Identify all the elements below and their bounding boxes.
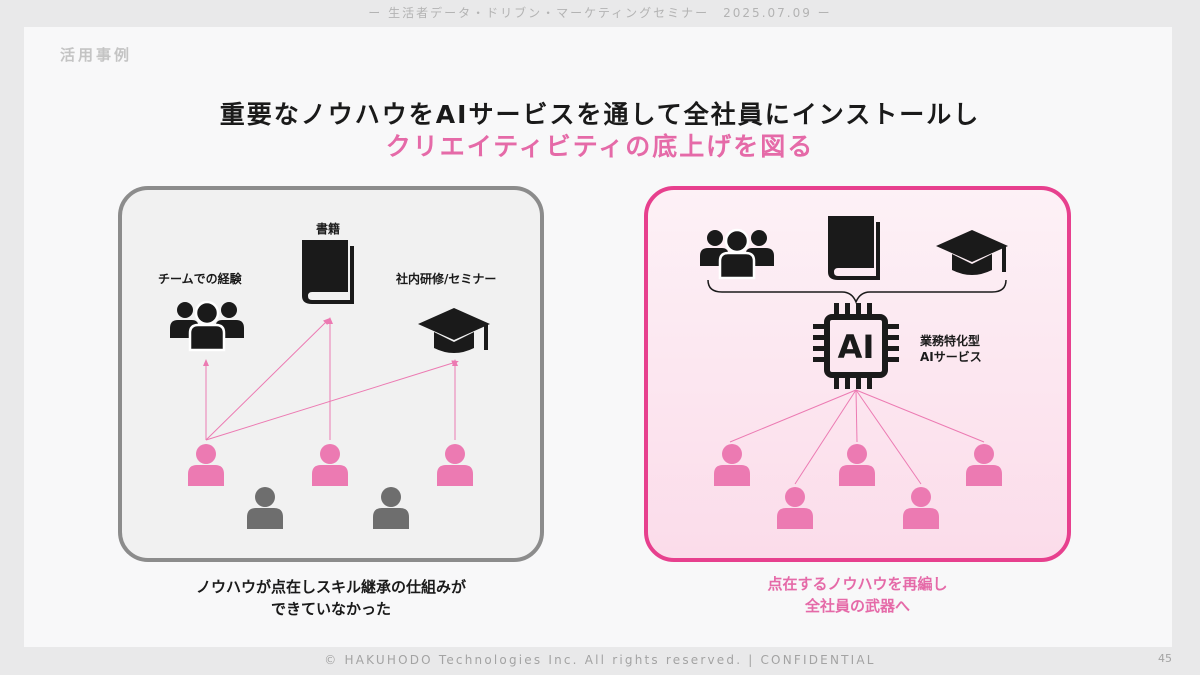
ai-service-line1: 業務特化型 — [920, 334, 981, 348]
right-caption-line1: 点在するノウハウを再編し — [767, 575, 948, 593]
team-experience-label: チームでの経験 — [158, 272, 242, 286]
left-caption-line2: できていなかった — [270, 600, 391, 618]
person-icon — [777, 487, 813, 529]
person-icon — [373, 487, 409, 529]
book-label: 書籍 — [316, 222, 341, 236]
team-icon — [698, 228, 776, 280]
person-icon — [437, 444, 473, 486]
person-icon — [247, 487, 283, 529]
person-icon — [188, 444, 224, 486]
person-icon — [714, 444, 750, 486]
right-links — [729, 389, 985, 485]
person-icon — [966, 444, 1002, 486]
grouping-brace — [707, 279, 1007, 305]
page-title-line1: 重要なノウハウをAIサービスを通して全社員にインストールし — [219, 100, 981, 129]
left-caption-line1: ノウハウが点在しスキル継承の仕組みが — [195, 578, 466, 596]
person-icon — [903, 487, 939, 529]
team-icon — [168, 300, 246, 352]
left-caption: ノウハウが点在しスキル継承の仕組みが できていなかった — [118, 576, 544, 620]
ai-service-line2: AIサービス — [920, 350, 982, 364]
book-icon — [828, 216, 880, 280]
page-number: 45 — [1158, 652, 1172, 665]
ai-chip-label: AI — [838, 328, 875, 366]
footer-copyright: © HAKUHODO Technologies Inc. All rights … — [324, 653, 876, 667]
graduation-cap-icon — [418, 308, 490, 353]
right-caption-line2: 全社員の武器へ — [804, 597, 910, 615]
right-caption: 点在するノウハウを再編し 全社員の武器へ — [644, 573, 1071, 617]
page-title-line2: クリエイティビティの底上げを図る — [385, 132, 815, 161]
ai-service-label: 業務特化型 AIサービス — [920, 333, 982, 365]
person-icon — [312, 444, 348, 486]
person-icon — [839, 444, 875, 486]
book-icon — [302, 240, 354, 304]
seminar-label: 社内研修/セミナー — [396, 272, 497, 286]
event-header: ー 生活者データ・ドリブン・マーケティングセミナー 2025.07.09 ー — [368, 6, 832, 20]
section-label: 活用事例 — [60, 46, 133, 64]
ai-chip-icon: AI — [813, 303, 899, 389]
graduation-cap-icon — [936, 230, 1008, 275]
left-arrows — [203, 317, 459, 441]
